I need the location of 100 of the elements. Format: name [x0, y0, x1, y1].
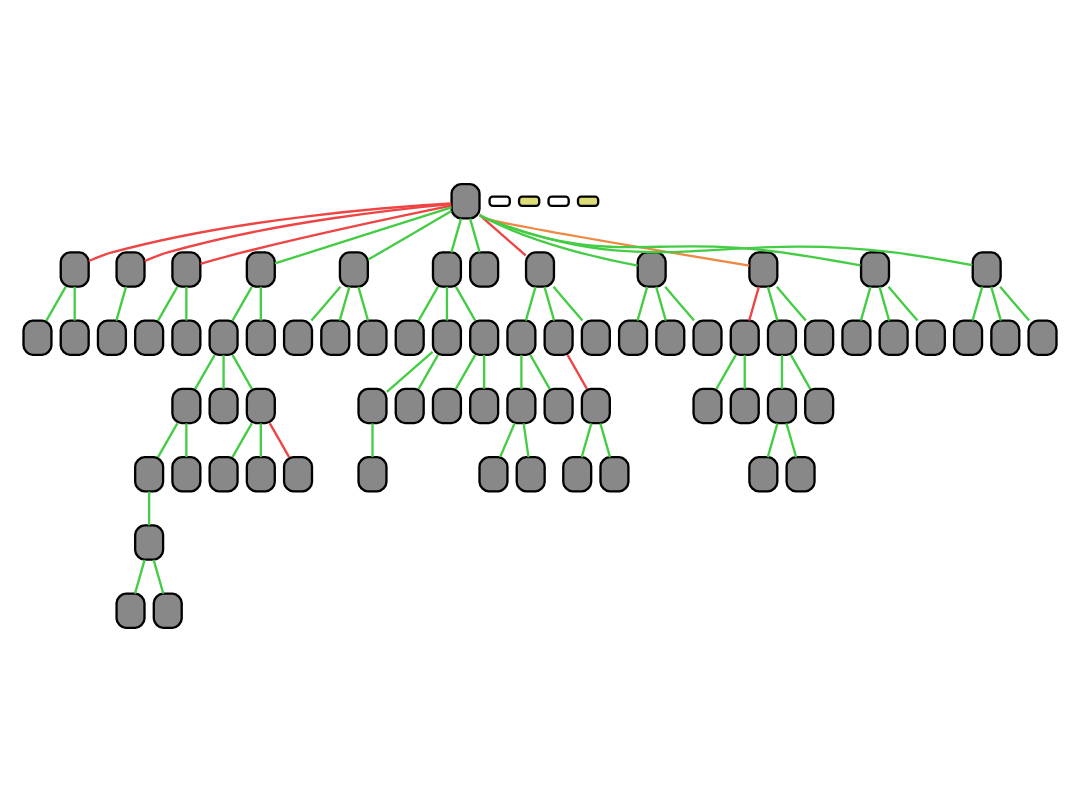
connector — [479, 212, 638, 266]
node-box — [171, 318, 202, 355]
connector — [887, 285, 919, 321]
connector — [231, 353, 253, 389]
node-box — [506, 318, 537, 355]
node-box — [804, 318, 835, 355]
node-box — [357, 455, 388, 492]
node-box — [245, 386, 276, 424]
connector — [479, 213, 861, 266]
connector — [152, 558, 165, 593]
node-box — [171, 386, 202, 424]
node-box — [576, 194, 600, 207]
node-box — [636, 250, 667, 287]
node-box — [115, 591, 146, 628]
node-box — [338, 250, 369, 287]
node-box — [469, 250, 500, 287]
connector — [259, 285, 262, 320]
connector — [454, 285, 477, 321]
connector — [766, 422, 779, 457]
node-box — [208, 386, 239, 424]
node-box — [22, 318, 53, 355]
connector — [715, 353, 737, 389]
connector — [775, 285, 807, 321]
connector — [552, 285, 584, 321]
node-box — [134, 523, 165, 560]
node-box — [692, 386, 723, 424]
connector — [445, 285, 449, 320]
connector — [468, 217, 481, 252]
node-box — [171, 455, 202, 492]
connector — [274, 205, 452, 264]
node-box — [766, 318, 798, 355]
node-box — [748, 455, 779, 492]
node-box — [599, 455, 630, 492]
node-box — [469, 318, 500, 355]
node-box — [245, 250, 276, 287]
connector — [636, 285, 649, 320]
node-box — [729, 318, 760, 355]
node-box — [394, 386, 425, 424]
node-box — [282, 318, 314, 355]
connector — [859, 285, 872, 320]
connector — [417, 353, 439, 389]
connector — [483, 354, 486, 388]
node-box — [431, 250, 463, 287]
connector — [45, 285, 67, 321]
node-box — [915, 318, 946, 355]
node-box — [134, 455, 165, 492]
node-box — [152, 591, 183, 628]
connector — [599, 422, 612, 457]
node-box — [115, 250, 146, 287]
node-box — [655, 318, 686, 355]
connector — [386, 350, 434, 392]
connector — [222, 354, 225, 388]
node-box — [282, 455, 314, 492]
node-box — [562, 455, 593, 492]
node-box — [517, 194, 541, 207]
node-box — [804, 386, 835, 424]
node-box — [543, 318, 574, 355]
node-box — [785, 455, 816, 492]
node-box — [952, 318, 984, 355]
node-box — [357, 386, 388, 424]
connector — [88, 201, 452, 262]
node-box — [469, 386, 500, 424]
connector — [878, 285, 891, 320]
connector — [655, 285, 667, 320]
node-box — [515, 455, 546, 492]
node-box — [766, 386, 798, 424]
connector — [748, 285, 760, 320]
connector — [133, 558, 146, 593]
node-box — [971, 250, 1002, 287]
connector — [338, 285, 351, 320]
connector — [268, 421, 291, 457]
connector — [999, 285, 1031, 321]
node-box — [488, 194, 511, 207]
connector — [231, 285, 253, 321]
node-box — [878, 318, 909, 355]
connector — [520, 354, 523, 388]
node-box — [171, 250, 202, 287]
connector — [454, 353, 477, 389]
node-box — [478, 455, 509, 492]
connector — [789, 353, 812, 389]
node-box — [580, 386, 611, 424]
connector — [185, 422, 188, 457]
connector — [157, 421, 179, 457]
connector — [524, 285, 537, 320]
node-box — [990, 318, 1021, 355]
connector — [499, 421, 516, 457]
node-box — [245, 455, 276, 492]
connector — [371, 422, 374, 457]
connector — [73, 285, 76, 320]
connector — [194, 353, 216, 389]
connector — [785, 422, 798, 457]
connector — [185, 285, 188, 320]
connector — [115, 285, 128, 320]
connector — [543, 285, 556, 320]
node-box — [394, 318, 425, 355]
node-box — [59, 250, 90, 287]
node-box — [208, 455, 239, 492]
connector — [580, 422, 593, 457]
node-box — [580, 318, 611, 355]
connector — [417, 285, 439, 321]
